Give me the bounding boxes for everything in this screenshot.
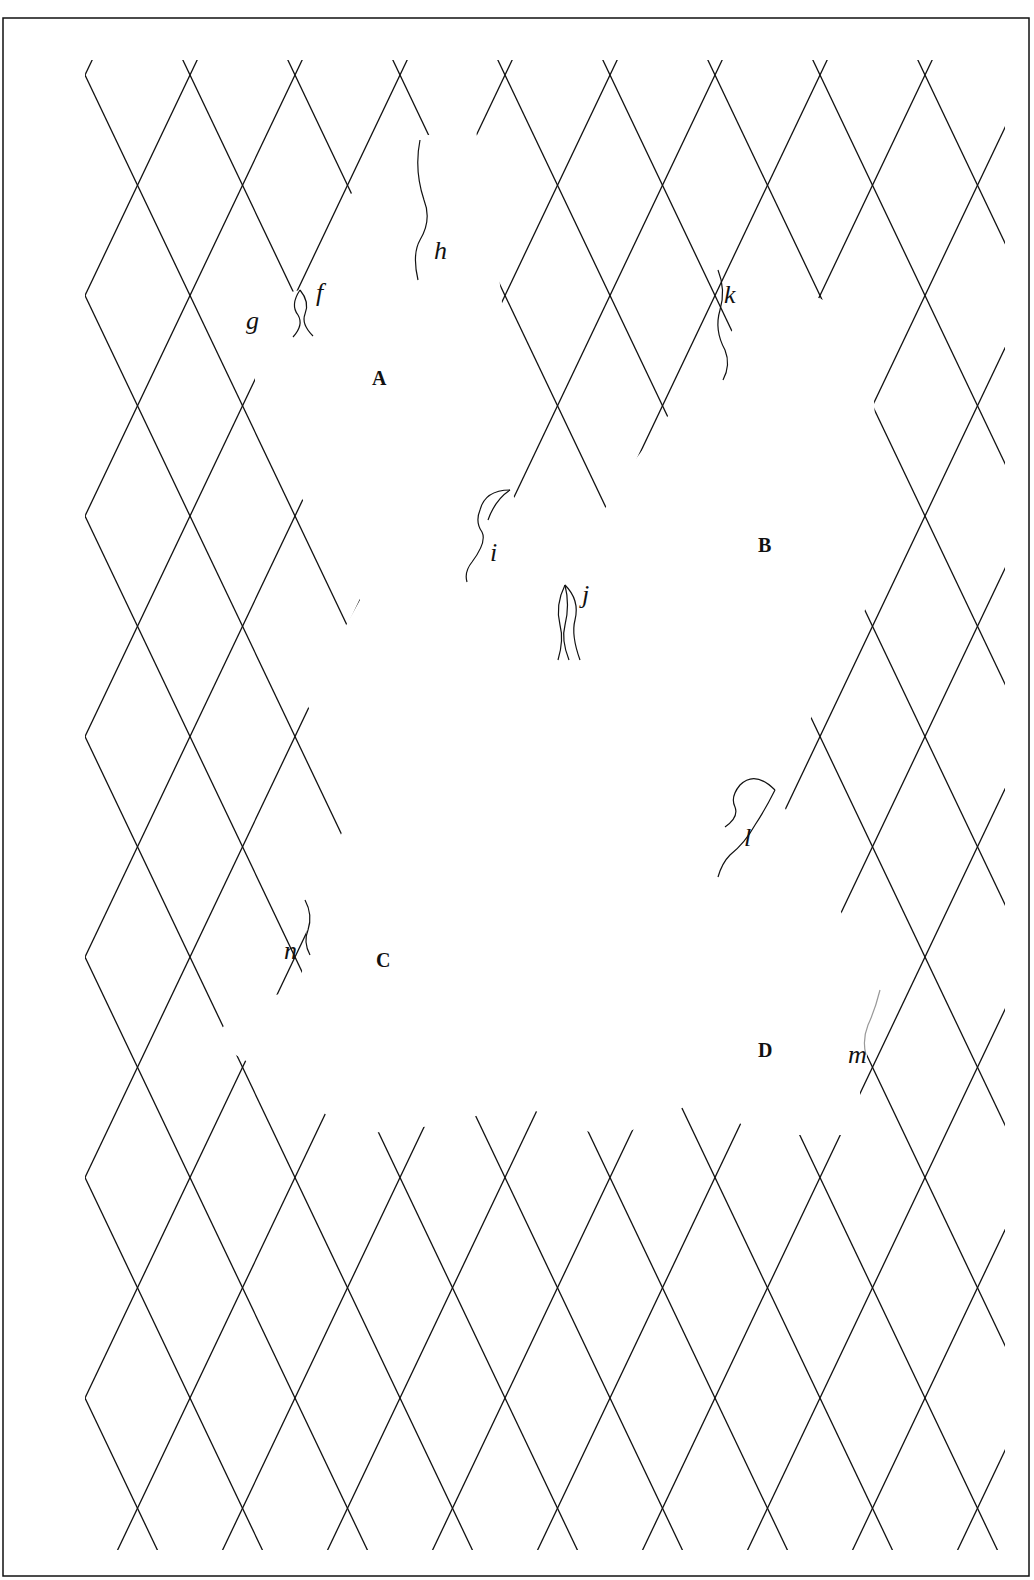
net-strand bbox=[85, 60, 1005, 1550]
callout-letter: h bbox=[434, 238, 447, 264]
net-strand bbox=[85, 60, 255, 1550]
callout-letter: m bbox=[848, 1042, 867, 1068]
net-strand bbox=[85, 60, 1005, 1550]
net-strand bbox=[85, 60, 1005, 1550]
region-letter: D bbox=[758, 1040, 772, 1060]
net-strand bbox=[125, 60, 1005, 1550]
net-strand bbox=[755, 60, 1005, 1550]
net-strand bbox=[755, 60, 1005, 1550]
net-strand bbox=[125, 60, 1005, 1550]
callout-letter: f bbox=[316, 280, 323, 306]
net-strand bbox=[85, 60, 885, 1550]
net-strand bbox=[85, 60, 1005, 1550]
net-strand bbox=[965, 60, 1005, 1550]
region-letter: A bbox=[372, 368, 386, 388]
callout-letter: k bbox=[724, 282, 736, 308]
callout-letter: l bbox=[744, 825, 751, 851]
net-strand bbox=[85, 60, 1005, 1550]
net-strand bbox=[85, 60, 255, 1550]
net-strand bbox=[965, 60, 1005, 1550]
net-strand bbox=[85, 60, 1005, 1550]
region-letter: C bbox=[376, 950, 390, 970]
net-strand bbox=[85, 60, 1005, 1550]
net-strand bbox=[85, 60, 1005, 1550]
region-letter: B bbox=[758, 535, 771, 555]
net-strand bbox=[85, 60, 1005, 1550]
net-strand bbox=[85, 60, 885, 1550]
net-strand bbox=[85, 60, 1005, 1550]
callout-letter: i bbox=[490, 540, 497, 566]
net-strand bbox=[85, 60, 1005, 1550]
net-strand bbox=[860, 60, 1005, 1550]
callout-letter: n bbox=[284, 938, 297, 964]
net-strand bbox=[85, 60, 1005, 1550]
callout-letter: j bbox=[582, 582, 589, 608]
callout-letter: g bbox=[246, 308, 259, 334]
net-strand bbox=[860, 60, 1005, 1550]
